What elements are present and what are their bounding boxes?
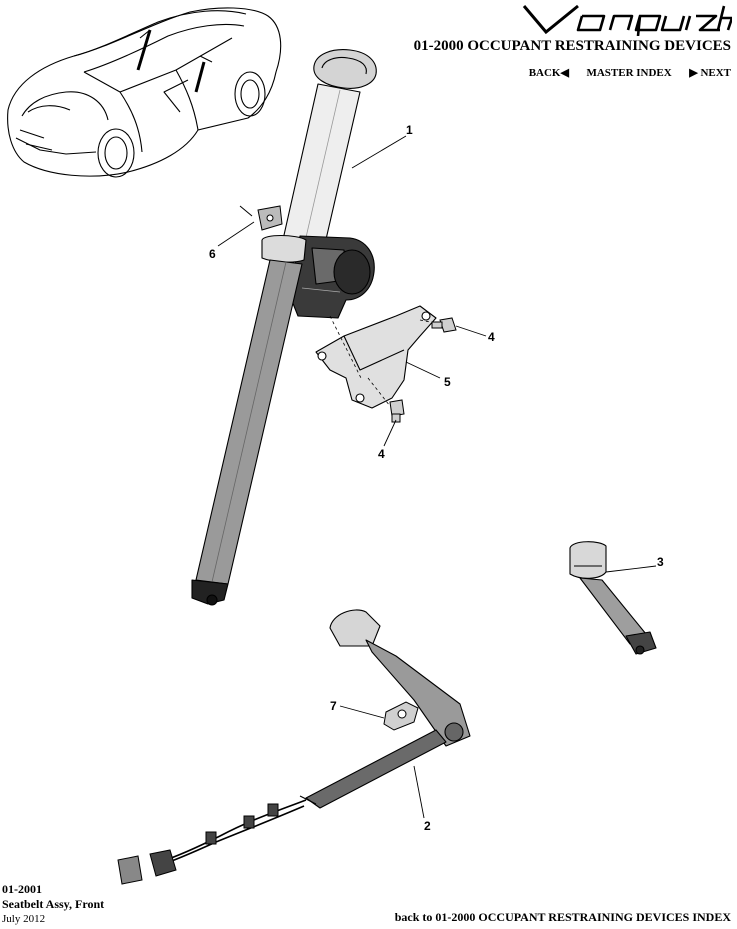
car-belt-highlights — [136, 29, 206, 93]
part-info: 01-2001 Seatbelt Assy, Front July 2012 — [2, 882, 104, 927]
part-number: 01-2001 — [2, 882, 42, 896]
harness-clips — [117, 803, 279, 885]
next-link[interactable]: ▶ NEXT — [689, 67, 731, 79]
next-label: NEXT — [700, 67, 731, 79]
page-title: 01-2000 OCCUPANT RESTRAINING DEVICES — [413, 38, 731, 54]
publication-date: July 2012 — [2, 913, 46, 925]
nav-bar: BACK◀ MASTER INDEX ▶ NEXT — [529, 66, 731, 79]
master-index-link[interactable]: MASTER INDEX — [586, 67, 672, 79]
part-7-clip — [383, 701, 419, 731]
callout-2: 2 — [424, 819, 431, 833]
callout-3: 3 — [657, 555, 664, 569]
back-label: BACK — [528, 67, 561, 79]
callout-6: 6 — [209, 247, 216, 261]
part-2-buckle-stalk — [299, 609, 471, 809]
callout-labels: 1 2 3 4 4 5 6 7 — [209, 123, 664, 833]
harness-wire — [157, 799, 307, 867]
callout-7: 7 — [330, 699, 337, 713]
vanquish-logo — [522, 4, 732, 36]
part-6-bracket — [239, 205, 283, 231]
part-name: Seatbelt Assy, Front — [2, 897, 105, 911]
callout-4-upper: 4 — [488, 330, 495, 344]
callout-1: 1 — [406, 123, 413, 137]
part-3-buckle — [569, 541, 657, 655]
back-link[interactable]: BACK◀ — [528, 67, 569, 79]
back-to-index-link[interactable]: back to 01-2000 OCCUPANT RESTRAINING DEV… — [394, 910, 731, 924]
part-1-seatbelt-retractor — [191, 49, 377, 606]
callout-5: 5 — [444, 375, 451, 389]
part-5-mounting-bracket — [315, 305, 437, 409]
callout-4-lower: 4 — [378, 447, 385, 461]
part-4-bolts — [389, 317, 457, 423]
leader-lines — [217, 135, 657, 819]
car-thumbnail — [7, 7, 282, 178]
